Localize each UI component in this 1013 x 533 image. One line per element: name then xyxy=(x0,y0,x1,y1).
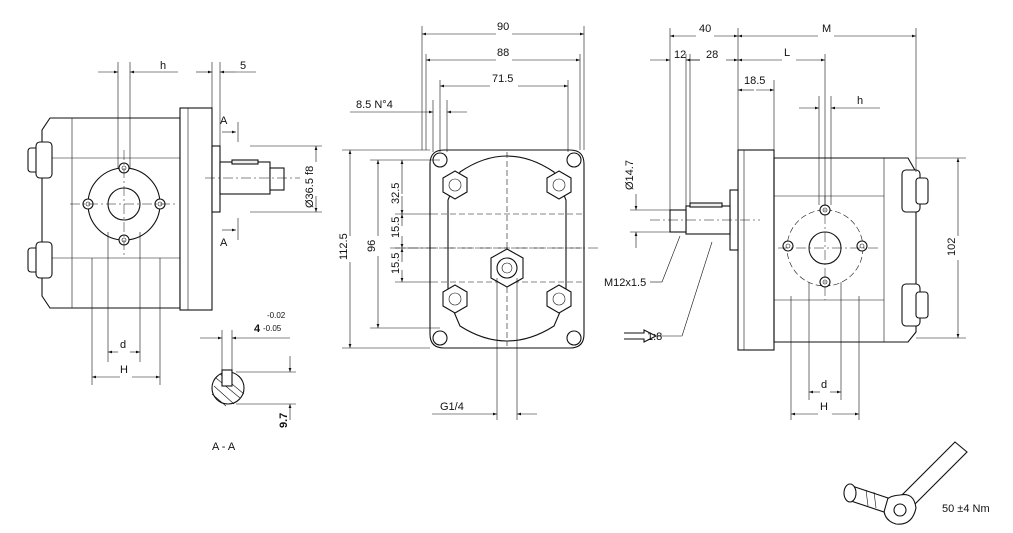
tol-lower: -0.05 xyxy=(263,324,282,333)
section-mark-bottom: A xyxy=(220,237,228,249)
mounting-flange xyxy=(429,149,585,349)
key-slot xyxy=(221,369,233,387)
section-caption: A - A xyxy=(212,441,236,453)
torque-label: 50 ±4 Nm xyxy=(942,503,990,515)
dim-spigot-diameter: Ø36.5 f8 xyxy=(304,166,316,208)
bolt-hex-heads xyxy=(442,170,572,314)
port-nut xyxy=(490,248,524,288)
dim-40: 40 xyxy=(699,23,711,35)
port-label: G1/4 xyxy=(440,401,464,413)
dim-15-5-bottom: 15.5 xyxy=(390,253,402,274)
dim-H-left: H xyxy=(120,364,128,376)
dim-d-left: d xyxy=(120,339,126,351)
dim-M: M xyxy=(822,23,831,35)
dim-5: 5 xyxy=(240,60,246,72)
dim-12: 12 xyxy=(674,49,686,61)
side-bolt-heads xyxy=(901,169,929,327)
dim-71-5: 71.5 xyxy=(492,73,513,85)
dim-H-right: H xyxy=(820,401,828,413)
dim-holes: 8.5 N°4 xyxy=(356,99,393,111)
dim-key-width: 4 xyxy=(254,323,261,335)
body-outline xyxy=(447,155,567,342)
dim-112-5: 112.5 xyxy=(338,233,350,260)
tol-upper: -0.02 xyxy=(267,311,286,320)
dim-90: 90 xyxy=(497,21,509,33)
side-flange xyxy=(737,149,775,351)
dim-key-height: 9.7 xyxy=(278,413,290,428)
dim-15-5-top: 15.5 xyxy=(390,217,402,238)
dim-L: L xyxy=(784,47,790,59)
front-view: 90 88 71.5 8.5 N°4 112.5 96 32. xyxy=(338,21,600,420)
side-body xyxy=(773,157,917,343)
bolt-heads xyxy=(27,141,53,279)
section-a-a: -0.02 4 -0.05 9.7 A - A xyxy=(200,311,296,453)
dim-88: 88 xyxy=(497,47,509,59)
left-view: h 5 A A Ø36.5 f8 d H xyxy=(27,60,322,385)
side-view: 40 M 12 28 L 18.5 h Ø1 xyxy=(604,23,966,420)
dim-18-5: 18.5 xyxy=(744,75,765,87)
torque-wrench: 50 ±4 Nm xyxy=(843,441,990,525)
thread-label: M12x1.5 xyxy=(604,277,646,289)
dim-h-left: h xyxy=(160,60,166,72)
dim-102: 102 xyxy=(946,238,958,256)
flange xyxy=(179,107,213,311)
dim-shaft-diameter: Ø14.7 xyxy=(624,160,636,190)
taper-label: 1:8 xyxy=(647,331,662,343)
dim-32-5: 32.5 xyxy=(390,183,402,204)
dim-h-right: h xyxy=(857,95,863,107)
dim-96: 96 xyxy=(366,240,378,252)
dim-28: 28 xyxy=(706,49,718,61)
section-mark-top: A xyxy=(220,115,228,127)
dim-d-right: d xyxy=(821,379,827,391)
